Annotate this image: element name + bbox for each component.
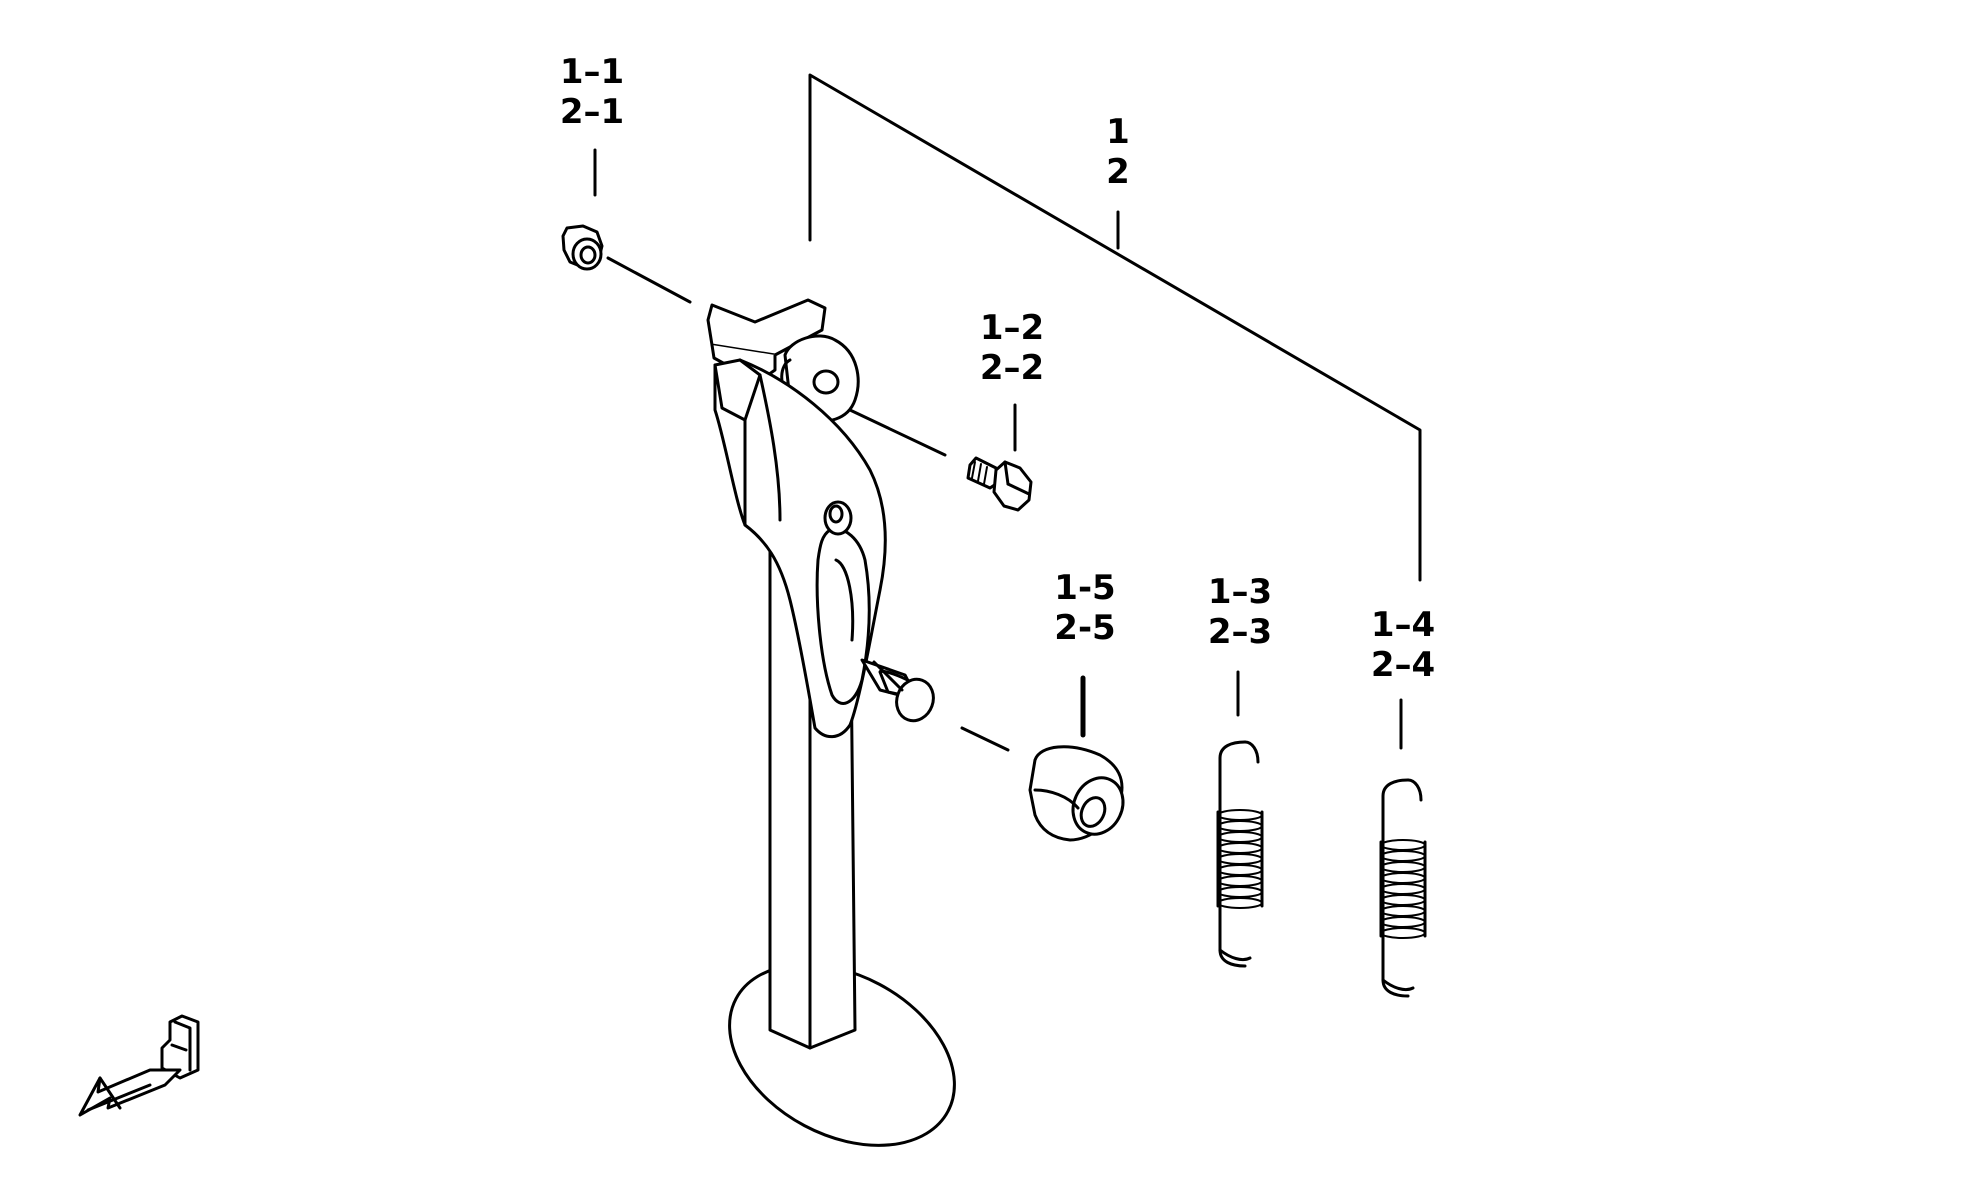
side-stand-part [706, 298, 956, 1147]
callout-spring-b-line1: 1–4 [1370, 605, 1436, 645]
callout-bolt-line1: 1–2 [979, 308, 1045, 348]
callout-rubber-line2: 2-5 [1054, 608, 1116, 648]
callout-spring-a-line1: 1–3 [1207, 572, 1273, 612]
spring-b-coils [1379, 839, 1427, 939]
callout-nut: 1–1 2–1 [532, 52, 652, 132]
leader-lines [593, 148, 1403, 750]
spring-b-part [1379, 778, 1427, 998]
callout-rubber-line1: 1-5 [1054, 568, 1116, 608]
callout-spring-a-line2: 2–3 [1207, 612, 1273, 652]
assembly-dash-lines [606, 256, 1010, 752]
callout-rubber: 1-5 2-5 [1025, 568, 1145, 648]
callout-main-line2: 2 [1106, 152, 1130, 192]
callout-main: 1 2 [1058, 112, 1178, 192]
rubber-stopper-part [1028, 745, 1125, 842]
callout-spring-b-line2: 2–4 [1370, 645, 1436, 685]
spring-a-coils [1216, 809, 1264, 909]
callout-nut-line2: 2–1 [559, 92, 625, 132]
assembly-bracket-line [808, 73, 1422, 582]
callout-bolt-line2: 2–2 [979, 348, 1045, 388]
spring-a-part [1216, 740, 1264, 968]
bolt-part [966, 456, 1033, 512]
callout-bolt: 1–2 2–2 [952, 308, 1072, 388]
callout-main-line1: 1 [1106, 112, 1130, 152]
flange-nut-part [561, 224, 604, 271]
callout-spring-b: 1–4 2–4 [1343, 605, 1463, 685]
callout-spring-a: 1–3 2–3 [1180, 572, 1300, 652]
callout-nut-line1: 1–1 [559, 52, 625, 92]
front-arrow-icon [78, 1014, 200, 1117]
